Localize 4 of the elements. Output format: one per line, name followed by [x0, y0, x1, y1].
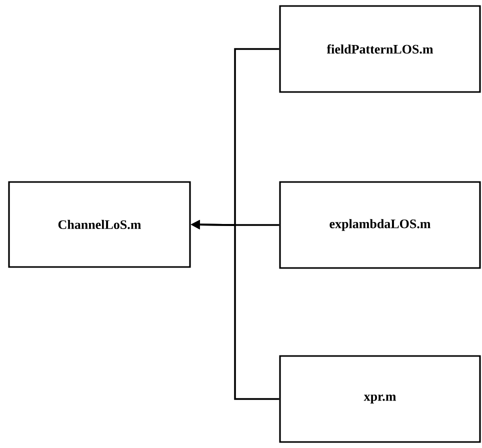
file-box: fieldPatternLOS.m [279, 5, 481, 93]
file-box: xpr.m [279, 355, 481, 443]
file-box: ChannelLoS.m [8, 181, 191, 268]
file-box: explambdaLOS.m [279, 181, 481, 269]
